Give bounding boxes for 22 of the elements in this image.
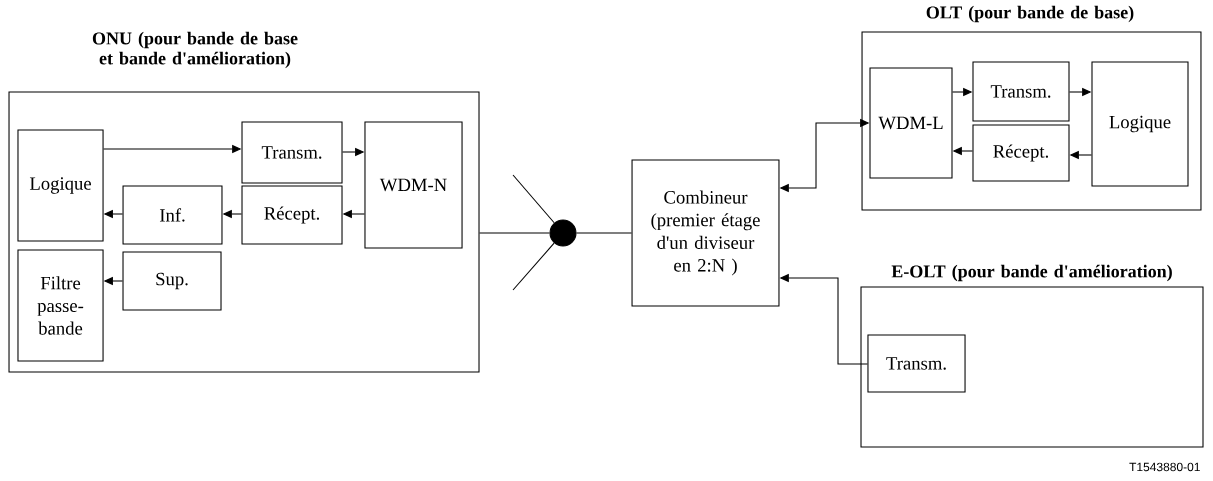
block-box: Transm.: [867, 334, 966, 393]
block-box: Récept.: [972, 124, 1070, 182]
line: [512, 242, 555, 291]
line: [479, 232, 550, 234]
block-box: WDM-N: [364, 121, 463, 249]
block-box: Logique: [1091, 61, 1189, 187]
block-box: Transm.: [241, 121, 343, 184]
block-box: Transm.: [972, 61, 1070, 122]
block-box: Sup.: [122, 251, 222, 311]
block-box: WDM-L: [869, 67, 953, 179]
block-box: Combineur (premier étage d'un diviseur en 2:N ): [631, 159, 780, 307]
splitter-dot: [549, 219, 577, 247]
block-box: Filtre passe-bande: [17, 249, 104, 362]
line: [576, 232, 633, 234]
node-label: OLT (pour bande de base): [926, 5, 1134, 23]
node-label: E-OLT (pour bande d'amélioration): [891, 264, 1172, 282]
line: [512, 174, 555, 224]
block-box: Inf.: [122, 185, 223, 245]
figure-id: T1543880-01: [1129, 462, 1200, 472]
block-box: Récept.: [241, 185, 343, 245]
block-box: Logique: [17, 129, 104, 242]
node-label: ONU (pour bande de base et bande d'amélioration): [92, 31, 298, 69]
